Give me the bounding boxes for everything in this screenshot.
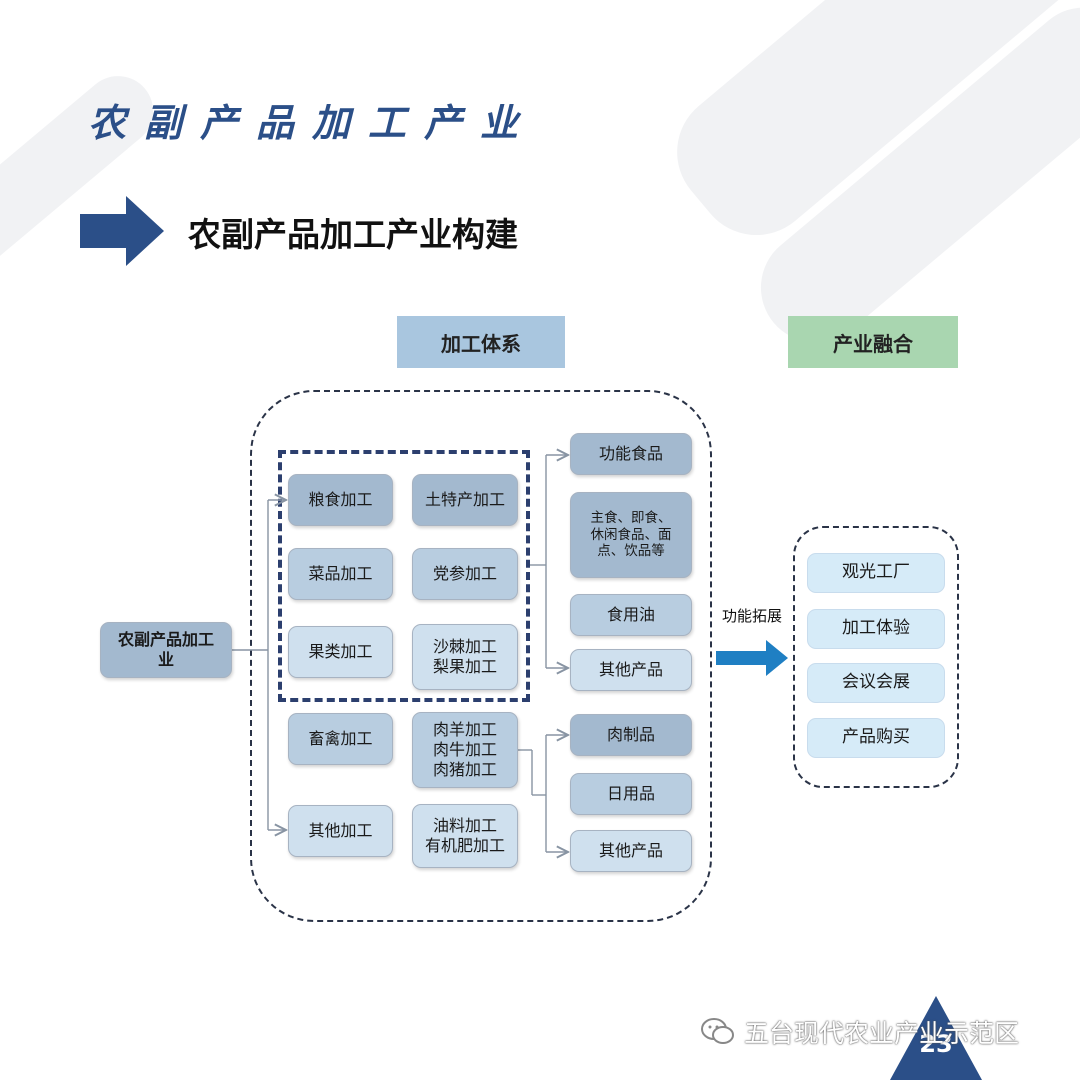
process-node-livestock: 畜禽加工 xyxy=(288,713,393,765)
integration-item-product-purchase: 产品购买 xyxy=(807,718,945,758)
process-node-oil-fertilizer: 油料加工 有机肥加工 xyxy=(412,804,518,868)
process-node-codonopsis: 党参加工 xyxy=(412,548,518,600)
process-node-other: 其他加工 xyxy=(288,805,393,857)
process-node-vegetable: 菜品加工 xyxy=(288,548,393,600)
process-node-meat: 肉羊加工 肉牛加工 肉猪加工 xyxy=(412,712,518,788)
watermark-text: 五台现代农业产业示范区 xyxy=(744,1019,1020,1048)
plant-processing-group-frame xyxy=(278,450,530,702)
integration-item-conference-exhibition: 会议会展 xyxy=(807,663,945,703)
process-node-seabuckthorn-pear: 沙棘加工 梨果加工 xyxy=(412,624,518,690)
product-edible-oil: 食用油 xyxy=(570,594,692,636)
product-meat: 肉制品 xyxy=(570,714,692,756)
section-title: 农副产品加工产业构建 xyxy=(188,215,518,254)
processing-system-frame xyxy=(250,390,712,922)
integration-frame xyxy=(793,526,959,788)
process-node-fruit: 果类加工 xyxy=(288,626,393,678)
arrow-right-icon xyxy=(80,196,164,266)
page-title: 农副产品加工产业 xyxy=(88,100,537,145)
process-node-specialty: 土特产加工 xyxy=(412,474,518,526)
product-other-bottom: 其他产品 xyxy=(570,830,692,872)
header-processing-system: 加工体系 xyxy=(397,316,565,368)
integration-item-processing-experience: 加工体验 xyxy=(807,609,945,649)
page-number-triangle xyxy=(890,996,982,1080)
page-number: 23 xyxy=(919,1030,953,1058)
integration-item-tour-factory: 观光工厂 xyxy=(807,553,945,593)
root-node: 农副产品加工业 xyxy=(100,622,232,678)
function-extension-label: 功能拓展 xyxy=(722,607,783,625)
product-daily-goods: 日用品 xyxy=(570,773,692,815)
product-staple-snack-food: 主食、即食、休闲食品、面点、饮品等 xyxy=(570,492,692,578)
product-functional-food: 功能食品 xyxy=(570,433,692,475)
header-industry-integration: 产业融合 xyxy=(788,316,958,368)
wechat-icon xyxy=(701,1018,734,1044)
process-node-grain: 粮食加工 xyxy=(288,474,393,526)
product-other-top: 其他产品 xyxy=(570,649,692,691)
extension-arrow-icon xyxy=(716,640,788,676)
watermark: 五台现代农业产业示范区 xyxy=(700,1014,1019,1050)
